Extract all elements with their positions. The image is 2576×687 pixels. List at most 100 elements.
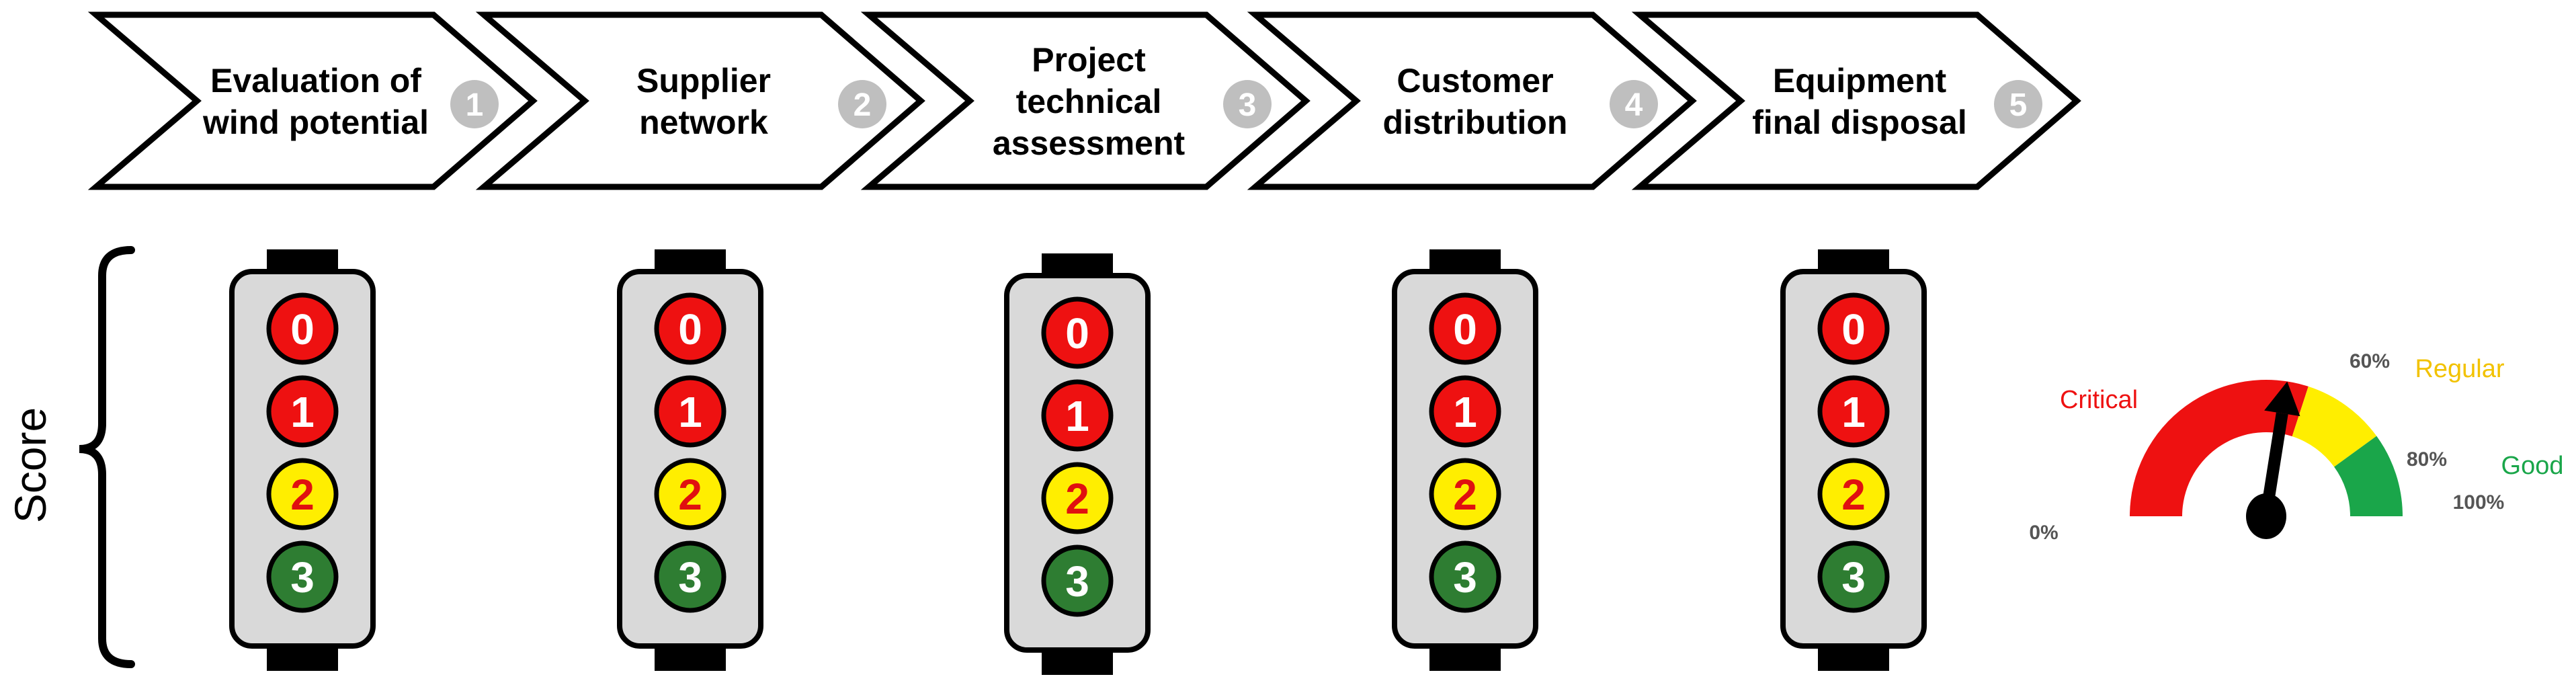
light-score-value: 3 — [1065, 557, 1089, 606]
stage-arrow-shape — [87, 11, 538, 190]
stage-arrow-4: Customer distribution 4 — [1247, 11, 1697, 190]
stage-number: 5 — [2009, 87, 2028, 123]
gauge-label-0-percent: 0% — [2029, 522, 2058, 544]
light-score-2 — [654, 458, 726, 530]
gauge-hub — [2246, 493, 2286, 539]
light-score-0 — [1429, 292, 1501, 365]
gauge-label-100-percent: 100% — [2453, 491, 2505, 514]
stage-number-badge — [450, 80, 499, 128]
gauge-label-good: Good — [2501, 452, 2564, 480]
light-score-2 — [1041, 462, 1114, 534]
score-label: Score — [5, 407, 55, 523]
stage-title-line: Evaluation of — [210, 62, 421, 99]
gauge-label-60-percent: 60% — [2350, 350, 2390, 372]
stage-arrow-1: Evaluation of wind potential 1 — [87, 11, 538, 190]
light-score-1 — [1429, 375, 1501, 448]
traffic-light-4: 0 1 2 3 — [1392, 249, 1538, 671]
stage-title-line: Customer — [1397, 62, 1553, 99]
gauge-label-80-percent: 80% — [2407, 448, 2447, 471]
gauge-label-regular: Regular — [2415, 355, 2504, 383]
gauge-critical-segment — [2130, 380, 2309, 516]
gauge-needle-tip — [2264, 381, 2300, 417]
light-score-value: 3 — [290, 553, 315, 602]
stage-title-line: Equipment — [1773, 62, 1947, 99]
light-score-value: 3 — [678, 553, 702, 602]
stage-title-line: network — [639, 104, 768, 141]
stage-number: 4 — [1625, 87, 1643, 123]
score-bracket — [79, 246, 135, 668]
light-score-3 — [654, 540, 726, 613]
light-score-value: 1 — [1841, 388, 1866, 436]
light-score-value: 1 — [1065, 392, 1089, 440]
process-stages: Evaluation of wind potential 1 Supplier ne… — [87, 11, 2081, 190]
traffic-lights: 0 1 2 3 0 1 2 3 0 1 2 3 0 1 2 3 0 1 2 3 — [229, 249, 1927, 675]
stage-title: Evaluation of wind potential — [202, 62, 429, 141]
light-score-0 — [266, 292, 339, 365]
stage-title: Customer distribution — [1383, 62, 1568, 141]
light-score-2 — [1429, 458, 1501, 530]
stage-number-badge — [838, 80, 886, 128]
light-score-2 — [1817, 458, 1890, 530]
stage-arrow-2: Supplier network 2 — [475, 11, 925, 190]
light-score-value: 2 — [290, 471, 315, 519]
light-score-value: 3 — [1841, 553, 1866, 602]
stage-arrow-shape — [1631, 11, 2081, 190]
stage-title: Supplier network — [636, 62, 771, 141]
stage-arrow-5: Equipment final disposal 5 — [1631, 11, 2081, 190]
stage-number-badge — [1994, 80, 2042, 128]
light-score-1 — [654, 375, 726, 448]
light-score-1 — [266, 375, 339, 448]
traffic-light-2: 0 1 2 3 — [617, 249, 763, 671]
light-score-value: 2 — [1453, 471, 1477, 519]
stage-arrow-3: Project technical assessment 3 — [860, 11, 1311, 190]
light-score-value: 1 — [678, 388, 702, 436]
stage-number-badge — [1610, 80, 1658, 128]
light-score-value: 2 — [678, 471, 702, 519]
stage-number-badge — [1223, 80, 1272, 128]
stage-title-line: Supplier — [636, 62, 771, 99]
light-score-value: 0 — [1841, 305, 1866, 354]
gauge-good-segment — [2334, 436, 2403, 516]
traffic-light-5: 0 1 2 3 — [1780, 249, 1927, 671]
stage-number: 2 — [854, 87, 872, 123]
stage-title: Project technical assessment — [993, 41, 1186, 162]
stage-title-line: final disposal — [1752, 104, 1967, 141]
traffic-light-1: 0 1 2 3 — [229, 249, 376, 671]
stage-title-line: Project — [1032, 41, 1146, 79]
light-score-value: 0 — [290, 305, 315, 354]
light-score-value: 3 — [1453, 553, 1477, 602]
light-score-3 — [1041, 544, 1114, 617]
light-score-3 — [1429, 540, 1501, 613]
stage-number: 3 — [1239, 87, 1257, 123]
light-score-1 — [1817, 375, 1890, 448]
gauge-label-critical: Critical — [2060, 386, 2138, 414]
stage-title-line: assessment — [993, 124, 1186, 162]
light-score-value: 0 — [1065, 309, 1089, 358]
stage-title-line: wind potential — [202, 104, 429, 141]
light-score-value: 0 — [678, 305, 702, 354]
stage-number: 1 — [466, 87, 484, 123]
stage-title: Equipment final disposal — [1752, 62, 1967, 141]
traffic-light-3: 0 1 2 3 — [1004, 253, 1151, 675]
light-score-3 — [1817, 540, 1890, 613]
score-gauge: Critical Regular Good 0% 60% 80% 100% — [2029, 350, 2563, 544]
light-score-value: 2 — [1065, 475, 1089, 523]
stage-title-line: technical — [1016, 83, 1162, 120]
light-score-value: 0 — [1453, 305, 1477, 354]
gauge-regular-segment — [2292, 386, 2377, 467]
stage-title-line: distribution — [1383, 104, 1568, 141]
stage-arrow-shape — [475, 11, 925, 190]
light-score-3 — [266, 540, 339, 613]
stage-arrow-shape — [860, 11, 1311, 190]
light-score-0 — [1041, 296, 1114, 369]
light-score-0 — [1817, 292, 1890, 365]
light-score-value: 1 — [290, 388, 315, 436]
score-axis: Score — [5, 246, 135, 668]
light-score-0 — [654, 292, 726, 365]
light-score-1 — [1041, 379, 1114, 452]
gauge-needle — [2260, 412, 2288, 516]
light-score-value: 1 — [1453, 388, 1477, 436]
light-score-2 — [266, 458, 339, 530]
light-score-value: 2 — [1841, 471, 1866, 519]
